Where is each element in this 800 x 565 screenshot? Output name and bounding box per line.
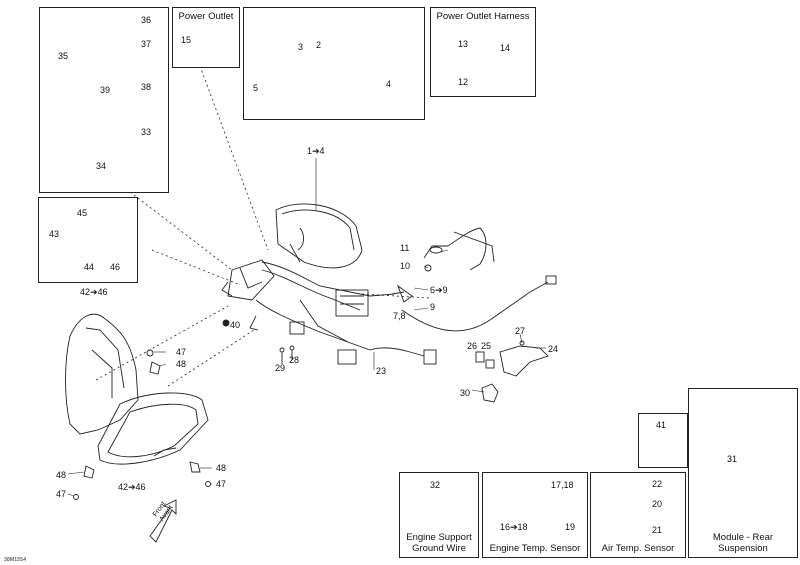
callout-48-right: 48 bbox=[216, 463, 227, 473]
callout-3: 3 bbox=[298, 42, 304, 52]
callout-9: 9 bbox=[430, 302, 436, 312]
callout-33: 33 bbox=[141, 127, 152, 137]
callout-17-18: 17,18 bbox=[551, 480, 574, 490]
module-rear-suspension-caption-line1: Module - Rear bbox=[712, 532, 774, 543]
callout-39: 39 bbox=[100, 85, 111, 95]
callout-30: 30 bbox=[460, 388, 471, 398]
callout-47-right: 47 bbox=[216, 479, 227, 489]
callout-36: 36 bbox=[141, 15, 152, 25]
air-temp-sensor-caption: Air Temp. Sensor bbox=[601, 543, 675, 554]
callout-28: 28 bbox=[289, 355, 300, 365]
sensor-bracket-parts-drawing bbox=[475, 340, 549, 403]
callout-45: 45 bbox=[77, 208, 88, 218]
ground-wire-caption-line2: Ground Wire bbox=[412, 543, 466, 554]
power-outlet-title: Power Outlet bbox=[178, 11, 234, 22]
power-outlet-harness-title: Power Outlet Harness bbox=[436, 11, 530, 22]
callout-48-top: 48 bbox=[176, 359, 187, 369]
air-temp-sensor-box: Air Temp. Sensor bbox=[590, 472, 686, 558]
callout-44: 44 bbox=[84, 262, 95, 272]
bracket-assembly-box bbox=[39, 7, 169, 193]
callout-29: 29 bbox=[275, 363, 286, 373]
callout-35: 35 bbox=[58, 51, 69, 61]
drawing-code: 38M1554 bbox=[4, 557, 27, 563]
callout-15: 15 bbox=[181, 35, 192, 45]
callout-34: 34 bbox=[96, 161, 107, 171]
callout-48-bottom: 48 bbox=[56, 470, 67, 480]
callout-13: 13 bbox=[458, 39, 469, 49]
callout-47-bottom: 47 bbox=[56, 489, 67, 499]
callout-4: 4 bbox=[386, 79, 392, 89]
callout-37: 37 bbox=[141, 39, 152, 49]
callout-12: 12 bbox=[458, 77, 469, 87]
callout-16-to-18: 16➔18 bbox=[500, 522, 528, 532]
ground-wire-box: Engine Support Ground Wire bbox=[399, 472, 479, 558]
callout-22: 22 bbox=[652, 479, 663, 489]
module-41-box bbox=[638, 413, 688, 468]
module-rear-suspension-caption: Module - Rear Suspension bbox=[689, 532, 797, 554]
callout-20: 20 bbox=[652, 499, 663, 509]
callout-41: 41 bbox=[656, 420, 667, 430]
callout-10: 10 bbox=[400, 261, 411, 271]
callout-25: 25 bbox=[481, 341, 492, 351]
headlight-housing-drawing bbox=[65, 313, 211, 500]
callout-31: 31 bbox=[727, 454, 738, 464]
callout-26: 26 bbox=[467, 341, 478, 351]
callout-32: 32 bbox=[430, 480, 441, 490]
callout-1-to-4: 1➔4 bbox=[307, 146, 325, 156]
callout-40: 40 bbox=[230, 320, 241, 330]
module-rear-suspension-box: Module - Rear Suspension bbox=[688, 388, 798, 558]
callout-14: 14 bbox=[500, 43, 511, 53]
engine-temp-sensor-caption: Engine Temp. Sensor bbox=[489, 543, 581, 554]
power-outlet-box: Power Outlet bbox=[172, 7, 240, 68]
callout-21: 21 bbox=[652, 525, 663, 535]
module-rear-suspension-caption-line2: Suspension bbox=[718, 543, 768, 554]
callout-47-top: 47 bbox=[176, 347, 187, 357]
callout-7-8: 7,8 bbox=[393, 311, 406, 321]
power-outlet-harness-box: Power Outlet Harness bbox=[430, 7, 536, 97]
headlight-bulb-box bbox=[38, 197, 138, 283]
callout-5: 5 bbox=[253, 83, 259, 93]
callout-43: 43 bbox=[49, 229, 60, 239]
callout-23: 23 bbox=[376, 366, 387, 376]
front-direction-arrow bbox=[149, 499, 177, 543]
callout-27: 27 bbox=[515, 326, 526, 336]
callout-11: 11 bbox=[400, 243, 410, 253]
callout-42-to-46-bottom: 42➔46 bbox=[118, 482, 146, 492]
ground-wire-caption: Engine Support Ground Wire bbox=[400, 532, 478, 554]
main-wiring-harness-drawing bbox=[221, 203, 557, 365]
callout-46: 46 bbox=[110, 262, 121, 272]
gauge-box bbox=[243, 7, 425, 120]
callout-38: 38 bbox=[141, 82, 152, 92]
engine-temp-sensor-box: Engine Temp. Sensor bbox=[482, 472, 588, 558]
callout-42-to-46-top: 42➔46 bbox=[80, 287, 108, 297]
ground-wire-caption-line1: Engine Support bbox=[406, 532, 472, 543]
dotted-connectors bbox=[95, 65, 431, 387]
callout-6-to-9: 6➔9 bbox=[430, 285, 448, 295]
callout-24: 24 bbox=[548, 344, 559, 354]
callout-2: 2 bbox=[316, 40, 322, 50]
callout-19: 19 bbox=[565, 522, 576, 532]
